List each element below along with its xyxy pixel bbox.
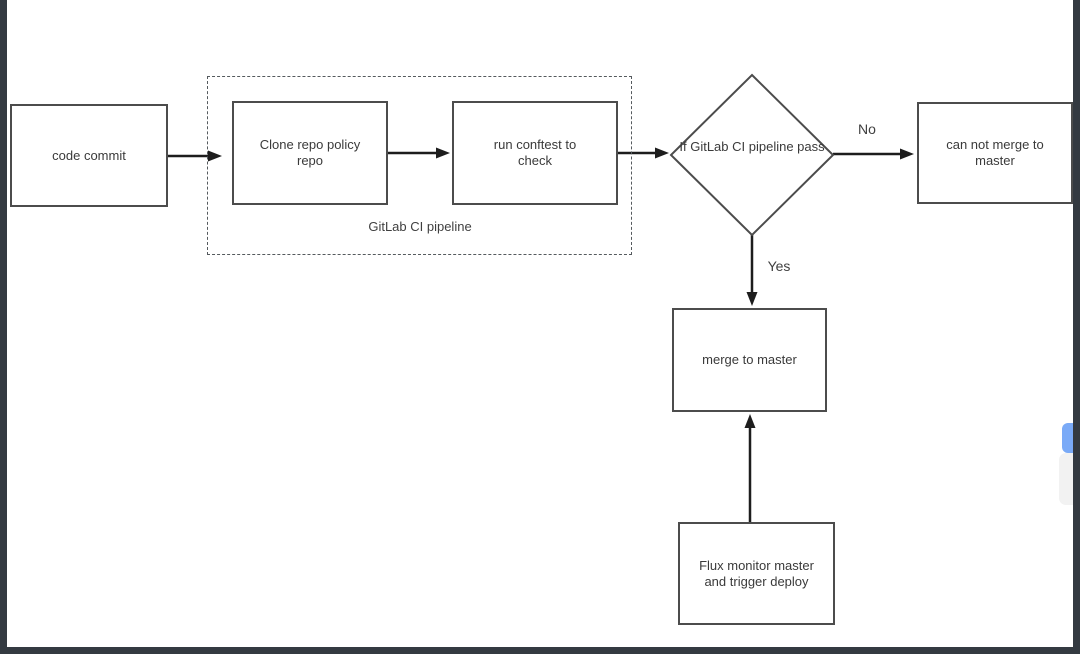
node-run-conftest-label: run conftest to check [493, 137, 577, 168]
node-decision-label: If GitLab CI pipeline pass [679, 139, 825, 154]
node-flux-monitor: Flux monitor master and trigger deploy [678, 522, 835, 625]
decision-diamond [669, 73, 835, 237]
node-clone-repo: Clone repo policy repo [232, 101, 388, 205]
node-flux-monitor-label: Flux monitor master and trigger deploy [699, 557, 814, 589]
node-cannot-merge-label: can not merge to master [946, 137, 1044, 168]
edge-label-yes: Yes [767, 258, 791, 274]
group-gitlab-ci-pipeline [207, 76, 632, 255]
node-cannot-merge: can not merge to master [917, 102, 1073, 204]
scrollbar-track[interactable] [1059, 453, 1073, 505]
edge-label-no: No [858, 121, 876, 137]
group-label: GitLab CI pipeline [368, 219, 472, 234]
window-edge-bottom [0, 647, 1080, 654]
window-edge-right [1073, 0, 1080, 654]
arrowhead-up [744, 414, 756, 428]
arrowhead-right-2 [436, 147, 450, 159]
node-clone-repo-label: Clone repo policy repo [259, 137, 361, 168]
node-merge-master: merge to master [672, 308, 827, 412]
arrowhead-right-1 [208, 150, 222, 162]
node-merge-master-label: merge to master [702, 352, 797, 367]
arrowhead-right-3 [655, 147, 669, 159]
arrowhead-down [746, 292, 758, 306]
arrowhead-right-4 [900, 148, 914, 160]
node-code-commit-label: code commit [52, 147, 126, 163]
node-code-commit: code commit [10, 104, 168, 207]
scrollbar-thumb[interactable] [1062, 423, 1073, 453]
window-edge-left [0, 0, 7, 654]
node-run-conftest: run conftest to check [452, 101, 618, 205]
